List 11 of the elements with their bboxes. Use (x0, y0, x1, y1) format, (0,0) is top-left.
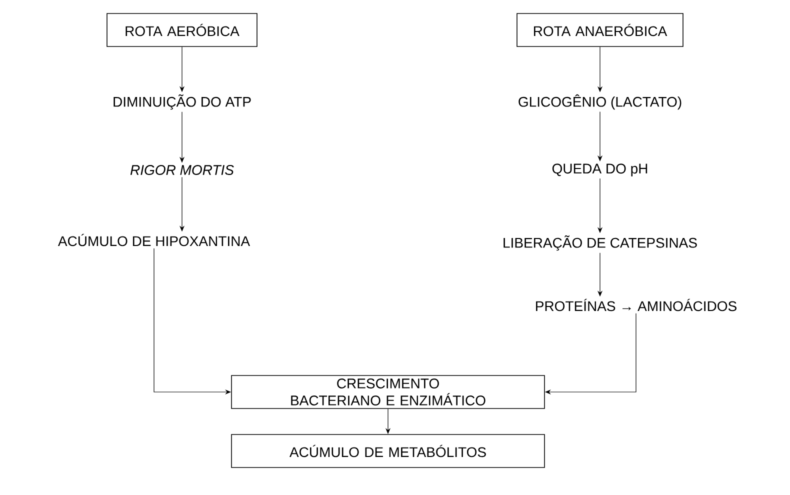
step-text: PROTEÍNAS → AMINOÁCIDOS (536, 298, 736, 312)
step-text: GLICOGÊNIO (LACTATO) (518, 94, 682, 110)
step-text: LIBERAÇÃO DE CATEPSINAS (504, 235, 697, 251)
step-text: RIGOR MORTIS (130, 165, 234, 175)
process-box: CRESCIMENTO BACTERIANO E ENZIMÁTICO (231, 375, 545, 409)
step-text: ACÚMULO DE HIPOXANTINA (58, 234, 250, 246)
step-text: QUEDA DO pH (552, 164, 648, 176)
process-box: ACÚMULO DE METABÓLITOS (231, 434, 545, 468)
process-box: ROTA AERÓBICA (106, 13, 258, 47)
step-text: DIMINUIÇÃO DO ATP (114, 94, 251, 110)
process-box: ROTA ANAERÓBICA (516, 13, 684, 47)
